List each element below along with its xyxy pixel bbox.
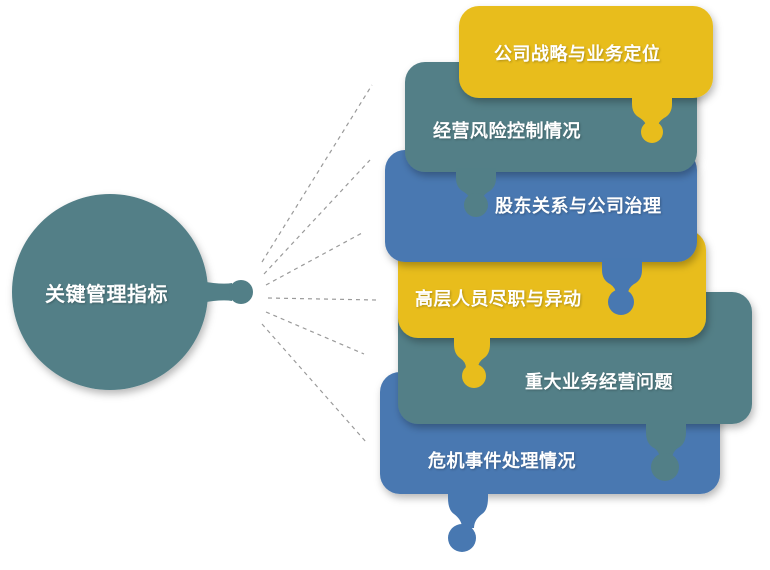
item-5-tail bbox=[646, 420, 686, 460]
item-5-tail-bulb bbox=[651, 453, 679, 481]
item-1-tail-bulb bbox=[641, 121, 663, 143]
item-1-label: 公司战略与业务定位 bbox=[494, 44, 661, 65]
hub-circle bbox=[12, 194, 208, 390]
item-6-tail-bulb bbox=[448, 524, 476, 552]
item-3-tail bbox=[602, 258, 642, 294]
item-1-tail bbox=[632, 94, 672, 126]
connector-lines bbox=[261, 84, 377, 443]
item-6-tail bbox=[448, 490, 488, 528]
item-1-bubble bbox=[459, 6, 713, 143]
hub-nub-bulb bbox=[229, 280, 253, 304]
connector-line bbox=[265, 311, 365, 355]
connector-line bbox=[261, 323, 367, 443]
connector-line bbox=[267, 297, 377, 301]
hub-node bbox=[12, 194, 253, 390]
item-2-tail-bulb bbox=[464, 193, 488, 217]
item-2-tail bbox=[456, 168, 496, 200]
item-2-label: 经营风险控制情况 bbox=[433, 121, 581, 142]
connector-line bbox=[261, 84, 373, 263]
item-3-label: 股东关系与公司治理 bbox=[495, 196, 662, 217]
item-4-tail-bulb bbox=[462, 364, 486, 388]
item-6-label: 危机事件处理情况 bbox=[428, 451, 576, 472]
item-4-tail bbox=[454, 334, 490, 368]
hub-label: 关键管理指标 bbox=[45, 282, 168, 306]
connector-line bbox=[265, 232, 363, 286]
connector-line bbox=[263, 159, 371, 275]
item-3-tail-bulb bbox=[608, 289, 634, 315]
item-4-label: 高层人员尽职与异动 bbox=[415, 289, 582, 310]
hub-nub-neck bbox=[200, 281, 232, 303]
item-5-label: 重大业务经营问题 bbox=[525, 372, 673, 393]
